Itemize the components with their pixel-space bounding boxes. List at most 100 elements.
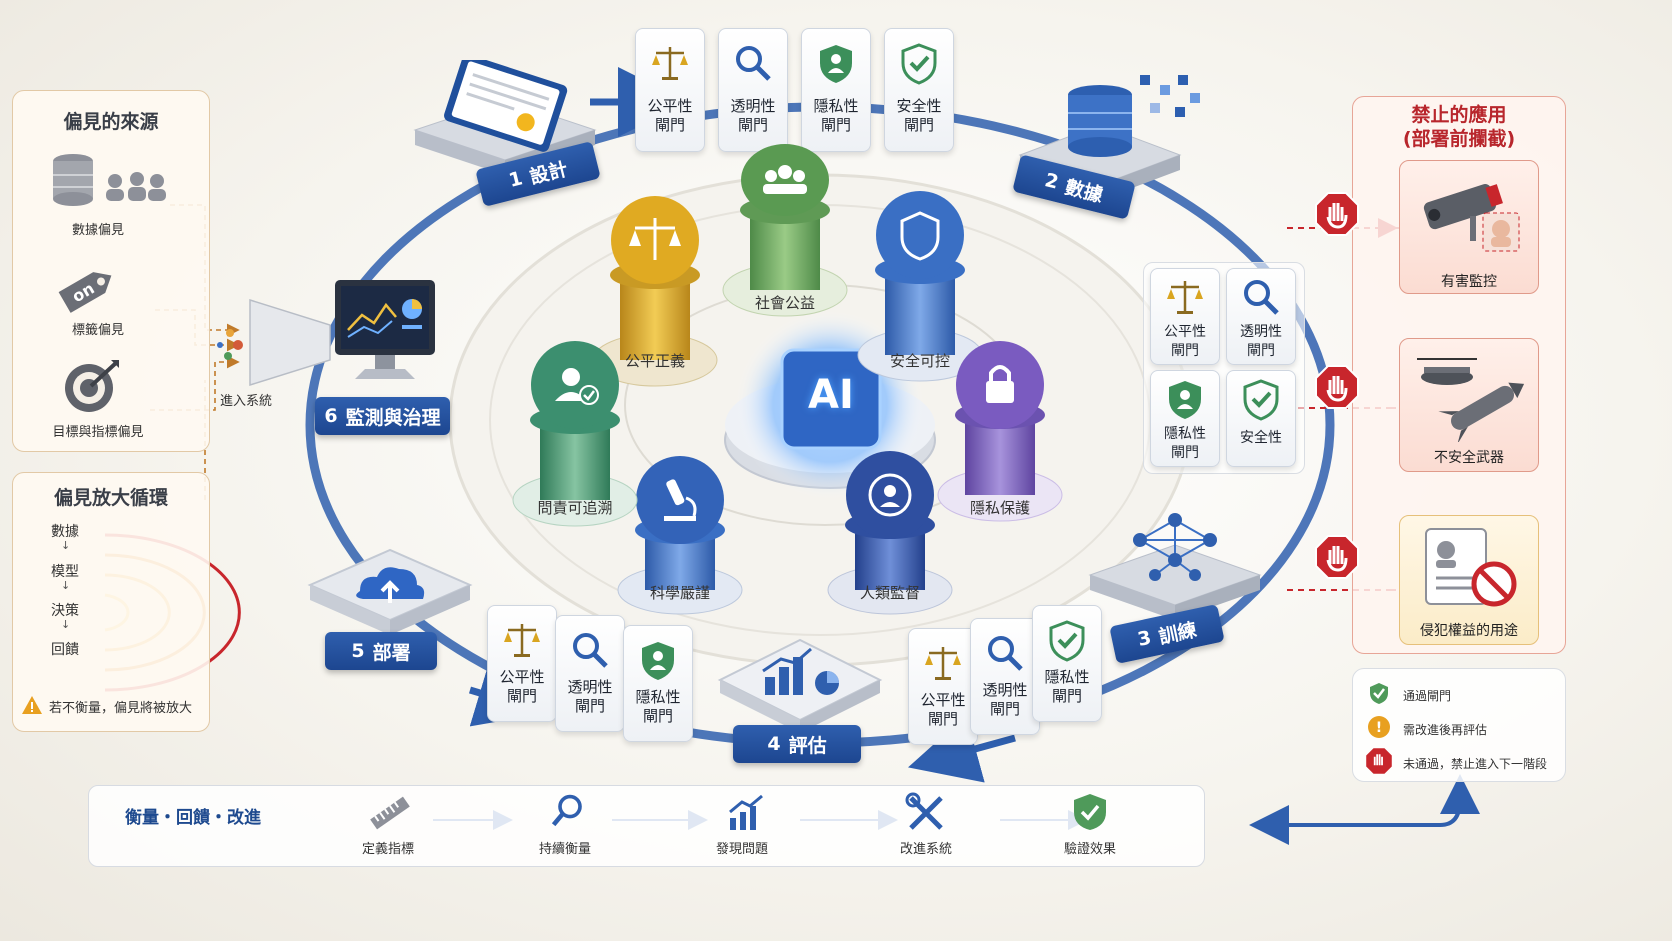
stage-badge-monitor[interactable]: 6 監測與治理 <box>315 397 450 435</box>
magnifier-icon <box>736 46 771 81</box>
stop-hand-icon <box>1315 535 1359 579</box>
step-improve-system: 改進系統 <box>899 842 952 857</box>
magnifier-icon <box>573 633 608 668</box>
warning-icon <box>22 696 42 714</box>
ai-chip <box>780 348 882 450</box>
measure-feedback-panel <box>88 785 1205 867</box>
stage-badge-evaluate[interactable]: 4 評估 <box>733 725 861 763</box>
forbidden-item-rights-violation: 侵犯權益的用途 <box>1399 515 1539 645</box>
chart-growth-icon <box>729 794 763 830</box>
step-verify-effect: 驗證效果 <box>1063 842 1116 857</box>
pillar-label-social-good: 社會公益 <box>754 294 815 312</box>
source-label-data: 數據偏見 <box>71 223 124 238</box>
stage-label: 數據 <box>1062 175 1106 207</box>
gate-label: 隱私性 閘門 <box>635 688 681 725</box>
gate-card-fairness[interactable]: 公平性 閘門 <box>635 28 705 152</box>
bias-sources-title: 偏見的來源 <box>63 111 159 133</box>
gate-card-fairness[interactable]: 公平性 閘門 <box>908 628 978 745</box>
legend-fail: 未通過，禁止進入下一階段 <box>1403 757 1548 771</box>
bias-loop-title: 偏見放大循環 <box>53 487 168 509</box>
bias-loop-panel: 偏見放大循環 數據 ↓ 模型 ↓ 決策 ↓ 回饋 若不衡量，偏見將被放大 <box>12 472 210 732</box>
shield-check-icon <box>901 43 937 85</box>
stage-badge-deploy[interactable]: 5 部署 <box>325 632 437 670</box>
gate-card-fairness[interactable]: 公平性 閘門 <box>487 605 557 722</box>
stage-label: 設計 <box>527 157 570 189</box>
shield-check-icon <box>1243 379 1279 421</box>
entry-label: 進入系統 <box>220 394 273 409</box>
gate-label: 透明性 閘門 <box>982 681 1028 718</box>
loop-down-arrow: ↓ <box>61 579 71 592</box>
gate-card-privacy[interactable]: 隱私性 閘門 <box>801 28 871 152</box>
database-people-icon <box>53 154 166 206</box>
caution-symbol: ! <box>1376 720 1382 736</box>
stop-hand-icon <box>1315 365 1359 409</box>
gate-label: 公平性 閘門 <box>1164 324 1206 359</box>
monitor-dashboard-icon <box>335 280 435 379</box>
stop-hand-icon <box>1366 748 1392 774</box>
step-define-metrics: 定義指標 <box>361 842 414 857</box>
gate-card-privacy[interactable]: 隱私性 閘門 <box>623 625 693 742</box>
shield-check-icon <box>1074 794 1106 830</box>
stage-label: 評估 <box>788 734 827 757</box>
gate-card-fairness[interactable]: 公平性 閘門 <box>1150 268 1220 365</box>
stage-label: 訓練 <box>1156 618 1199 648</box>
gate-label: 隱私性 閘門 <box>1164 426 1206 461</box>
scale-icon <box>1167 281 1203 314</box>
document-prohibited-icon <box>1425 528 1517 607</box>
gate-card-transparency[interactable]: 透明性 閘門 <box>970 618 1040 735</box>
loop-down-arrow: ↓ <box>61 618 71 631</box>
gate-card-transparency[interactable]: 透明性 閘門 <box>718 28 788 152</box>
gate-label: 公平性 閘門 <box>920 691 966 728</box>
bias-sources-panel: 偏見的來源 數據偏見 on 標籤偏見 目標與指標偏見 <box>12 90 210 452</box>
tools-icon <box>905 792 943 830</box>
forbidden-title: 禁止的應用 (部署前攔截) <box>1402 104 1516 150</box>
surveillance-camera-icon <box>1423 184 1520 252</box>
forbidden-label: 不安全武器 <box>1434 450 1504 466</box>
gate-card-safety[interactable]: 安全性 閘門 <box>884 28 954 152</box>
stage-number: 3 <box>1135 626 1154 651</box>
magnifier-icon <box>988 636 1023 671</box>
design-document-icon <box>413 60 597 175</box>
shield-check-icon <box>1049 620 1085 662</box>
forbidden-item-surveillance: 有害監控 <box>1399 160 1539 294</box>
step-continuous-measure: 持續衡量 <box>538 842 591 857</box>
gate-label: 透明性 閘門 <box>567 678 613 715</box>
scale-icon <box>504 624 540 657</box>
shield-person-icon <box>1169 381 1201 419</box>
scale-icon <box>925 647 961 680</box>
gate-card-privacy[interactable]: 隱私性 閘門 <box>1150 370 1220 467</box>
stage-number: 4 <box>767 733 781 755</box>
legend-improve: 需改進後再評估 <box>1403 723 1488 737</box>
gate-label: 公平性 閘門 <box>647 97 693 134</box>
step-find-problems: 發現問題 <box>715 842 768 857</box>
stage-number: 6 <box>324 405 338 427</box>
loop-item-decision: 決策 <box>51 603 79 619</box>
magnifier-icon <box>1244 280 1279 315</box>
caution-icon: ! <box>1368 716 1390 738</box>
gate-label: 隱私性 閘門 <box>813 97 859 134</box>
gate-card-privacy[interactable]: 隱私性 閘門 <box>1032 605 1102 722</box>
legend-pass: 通過閘門 <box>1403 689 1452 703</box>
forbidden-label: 侵犯權益的用途 <box>1420 623 1518 639</box>
measure-feedback-title: 衡量・回饋・改進 <box>125 808 261 828</box>
gate-label: 公平性 閘門 <box>499 668 545 705</box>
stage-number: 2 <box>1042 169 1061 194</box>
gate-card-safety[interactable]: 安全性 <box>1226 370 1296 467</box>
gate-label: 隱私性 閘門 <box>1044 668 1090 705</box>
gate-label: 透明性 閘門 <box>730 97 776 134</box>
stage-label: 部署 <box>372 641 411 664</box>
loop-warning: 若不衡量，偏見將被放大 <box>49 701 193 716</box>
cloud-upload-icon <box>307 548 473 635</box>
loop-item-data: 數據 <box>51 524 79 540</box>
shield-person-icon <box>642 642 674 680</box>
gate-card-transparency[interactable]: 透明性 閘門 <box>1226 268 1296 365</box>
forbidden-label: 有害監控 <box>1441 274 1497 290</box>
scale-icon <box>652 47 688 80</box>
tag-icon: on <box>58 272 112 313</box>
ruler-icon <box>370 796 410 830</box>
gate-card-transparency[interactable]: 透明性 閘門 <box>555 615 625 732</box>
shield-person-icon <box>820 45 852 83</box>
pillar-label-privacy: 隱私保護 <box>969 499 1030 517</box>
source-label-target: 目標與指標偏見 <box>52 425 144 440</box>
pillar-label-accountability: 問責可追溯 <box>537 499 613 517</box>
